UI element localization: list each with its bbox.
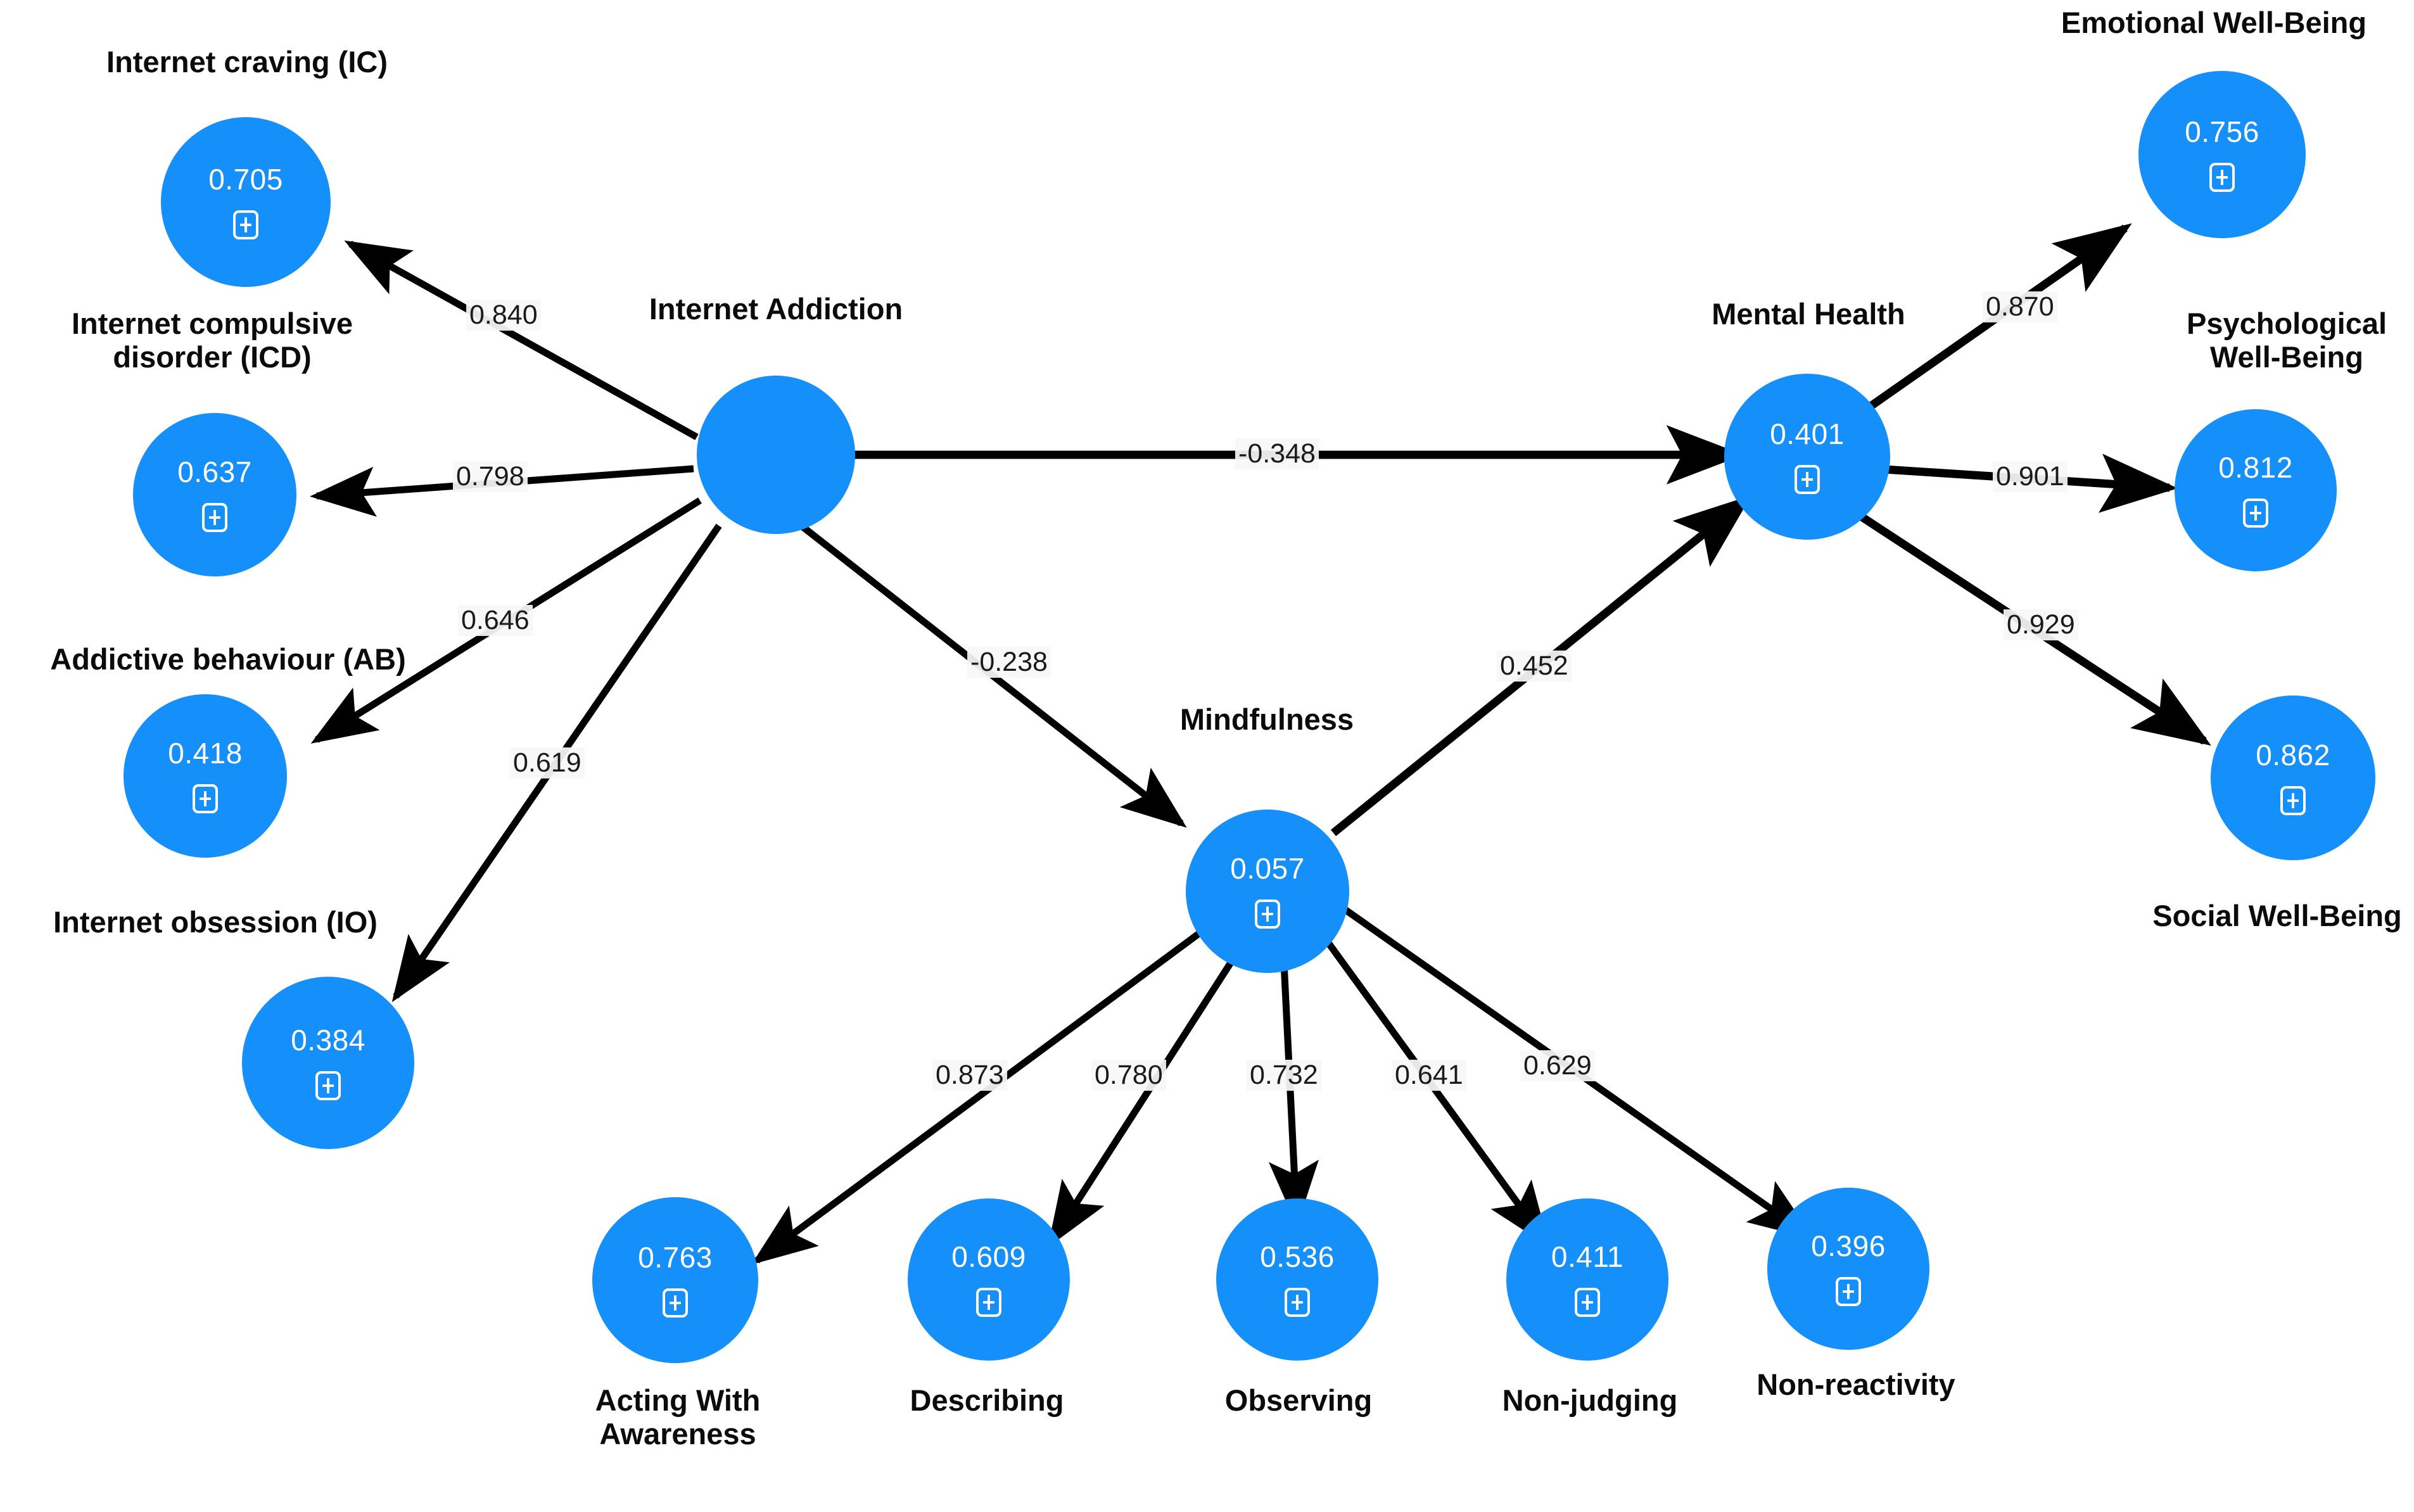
node-value: 0.418 (168, 737, 243, 770)
label-observing: Observing (1224, 1383, 1373, 1417)
node-value: 0.756 (2185, 115, 2259, 148)
expand-plus-icon[interactable] (2280, 786, 2306, 815)
edge-label-mh-pwb: 0.901 (1993, 461, 2068, 492)
label-line-2: Awareness (599, 1416, 756, 1451)
expand-plus-icon[interactable] (1575, 1288, 1600, 1317)
label-non-judging: Non-judging (1502, 1383, 1678, 1417)
label-line-2: Well-Being (2210, 340, 2363, 374)
node-value: 0.411 (1551, 1240, 1624, 1273)
node-value: 0.401 (1770, 417, 1845, 450)
expand-plus-icon[interactable] (1795, 465, 1820, 494)
expand-plus-icon[interactable] (1836, 1277, 1861, 1306)
node-social-wellbeing[interactable]: 0.862 (2211, 696, 2375, 860)
edge-label-ia-ic: 0.840 (466, 300, 541, 331)
expand-plus-icon[interactable] (193, 784, 218, 813)
node-value: 0.763 (638, 1241, 713, 1274)
node-describing[interactable]: 0.609 (908, 1198, 1070, 1361)
label-line-1: Acting With (595, 1383, 761, 1417)
node-mental-health[interactable]: 0.401 (1724, 374, 1890, 540)
node-value: 0.384 (291, 1024, 365, 1057)
label-internet-craving: Internet craving (IC) (106, 45, 388, 79)
node-value: 0.396 (1811, 1229, 1886, 1262)
expand-plus-icon[interactable] (2209, 163, 2235, 192)
label-mental-health: Mental Health (1712, 297, 1905, 331)
node-internet-craving[interactable]: 0.705 (161, 117, 331, 287)
label-mindfulness: Mindfulness (1179, 702, 1354, 736)
edge-label-ia-icd: 0.798 (453, 461, 528, 492)
node-non-judging[interactable]: 0.411 (1506, 1198, 1668, 1361)
label-line-1: Psychological (2186, 307, 2387, 340)
edge-label-mf-nj: 0.641 (1392, 1060, 1466, 1091)
edge-label-mf-nr: 0.629 (1520, 1050, 1595, 1081)
node-observing[interactable]: 0.536 (1216, 1198, 1378, 1361)
edge-label-mh-swb: 0.929 (2004, 609, 2078, 640)
node-value: 0.812 (2218, 451, 2293, 484)
label-line-2: disorder (ICD) (113, 340, 312, 374)
edge-label-ia-mh: -0.348 (1235, 438, 1319, 469)
expand-plus-icon[interactable] (202, 503, 227, 532)
label-addictive-behaviour: Addictive behaviour (AB) (50, 642, 406, 676)
node-non-reactivity[interactable]: 0.396 (1767, 1188, 1929, 1350)
edge-label-mf-awa: 0.873 (932, 1060, 1007, 1091)
edge-label-mf-obs: 0.732 (1247, 1060, 1321, 1091)
node-value: 0.609 (951, 1240, 1026, 1273)
edge-label-ia-ab: 0.646 (458, 605, 533, 636)
node-addictive-behaviour[interactable]: 0.418 (124, 694, 287, 858)
node-psychological-wellbeing[interactable]: 0.812 (2175, 409, 2337, 571)
label-internet-obsession: Internet obsession (IO) (53, 905, 378, 939)
node-value: 0.705 (208, 163, 283, 196)
expand-plus-icon[interactable] (663, 1288, 688, 1318)
edge-label-mf-des: 0.780 (1091, 1060, 1166, 1091)
edge-label-mh-ewb: 0.870 (1983, 291, 2057, 322)
node-value: 0.057 (1230, 852, 1305, 885)
label-emotional-wellbeing: Emotional Well-Being (2061, 6, 2367, 39)
label-social-wellbeing: Social Well-Being (2152, 899, 2402, 932)
expand-plus-icon[interactable] (233, 210, 258, 239)
edge-ia-to-internet-craving (344, 240, 699, 440)
node-value: 0.536 (1260, 1240, 1335, 1273)
label-internet-addiction: Internet Addiction (649, 292, 903, 326)
label-line-1: Internet compulsive (72, 307, 353, 340)
node-mindfulness[interactable]: 0.057 (1186, 810, 1349, 973)
node-internet-obsession[interactable]: 0.384 (242, 977, 414, 1149)
node-internet-addiction[interactable] (697, 376, 855, 534)
expand-plus-icon[interactable] (315, 1071, 341, 1100)
edge-label-ia-io: 0.619 (510, 747, 585, 778)
label-non-reactivity: Non-reactivity (1757, 1368, 1955, 1401)
expand-plus-icon[interactable] (1285, 1288, 1310, 1317)
expand-plus-icon[interactable] (2243, 499, 2268, 528)
node-value: 0.637 (177, 455, 252, 488)
node-internet-compulsive-disorder[interactable]: 0.637 (133, 413, 296, 576)
edge-label-ia-mf: -0.238 (967, 647, 1051, 678)
expand-plus-icon[interactable] (1255, 899, 1280, 929)
node-emotional-wellbeing[interactable]: 0.756 (2138, 71, 2306, 238)
node-value: 0.862 (2256, 739, 2330, 772)
label-describing: Describing (910, 1383, 1064, 1417)
expand-plus-icon[interactable] (976, 1288, 1001, 1317)
edge-label-mf-mh: 0.452 (1497, 651, 1572, 682)
node-acting-with-awareness[interactable]: 0.763 (592, 1197, 758, 1363)
